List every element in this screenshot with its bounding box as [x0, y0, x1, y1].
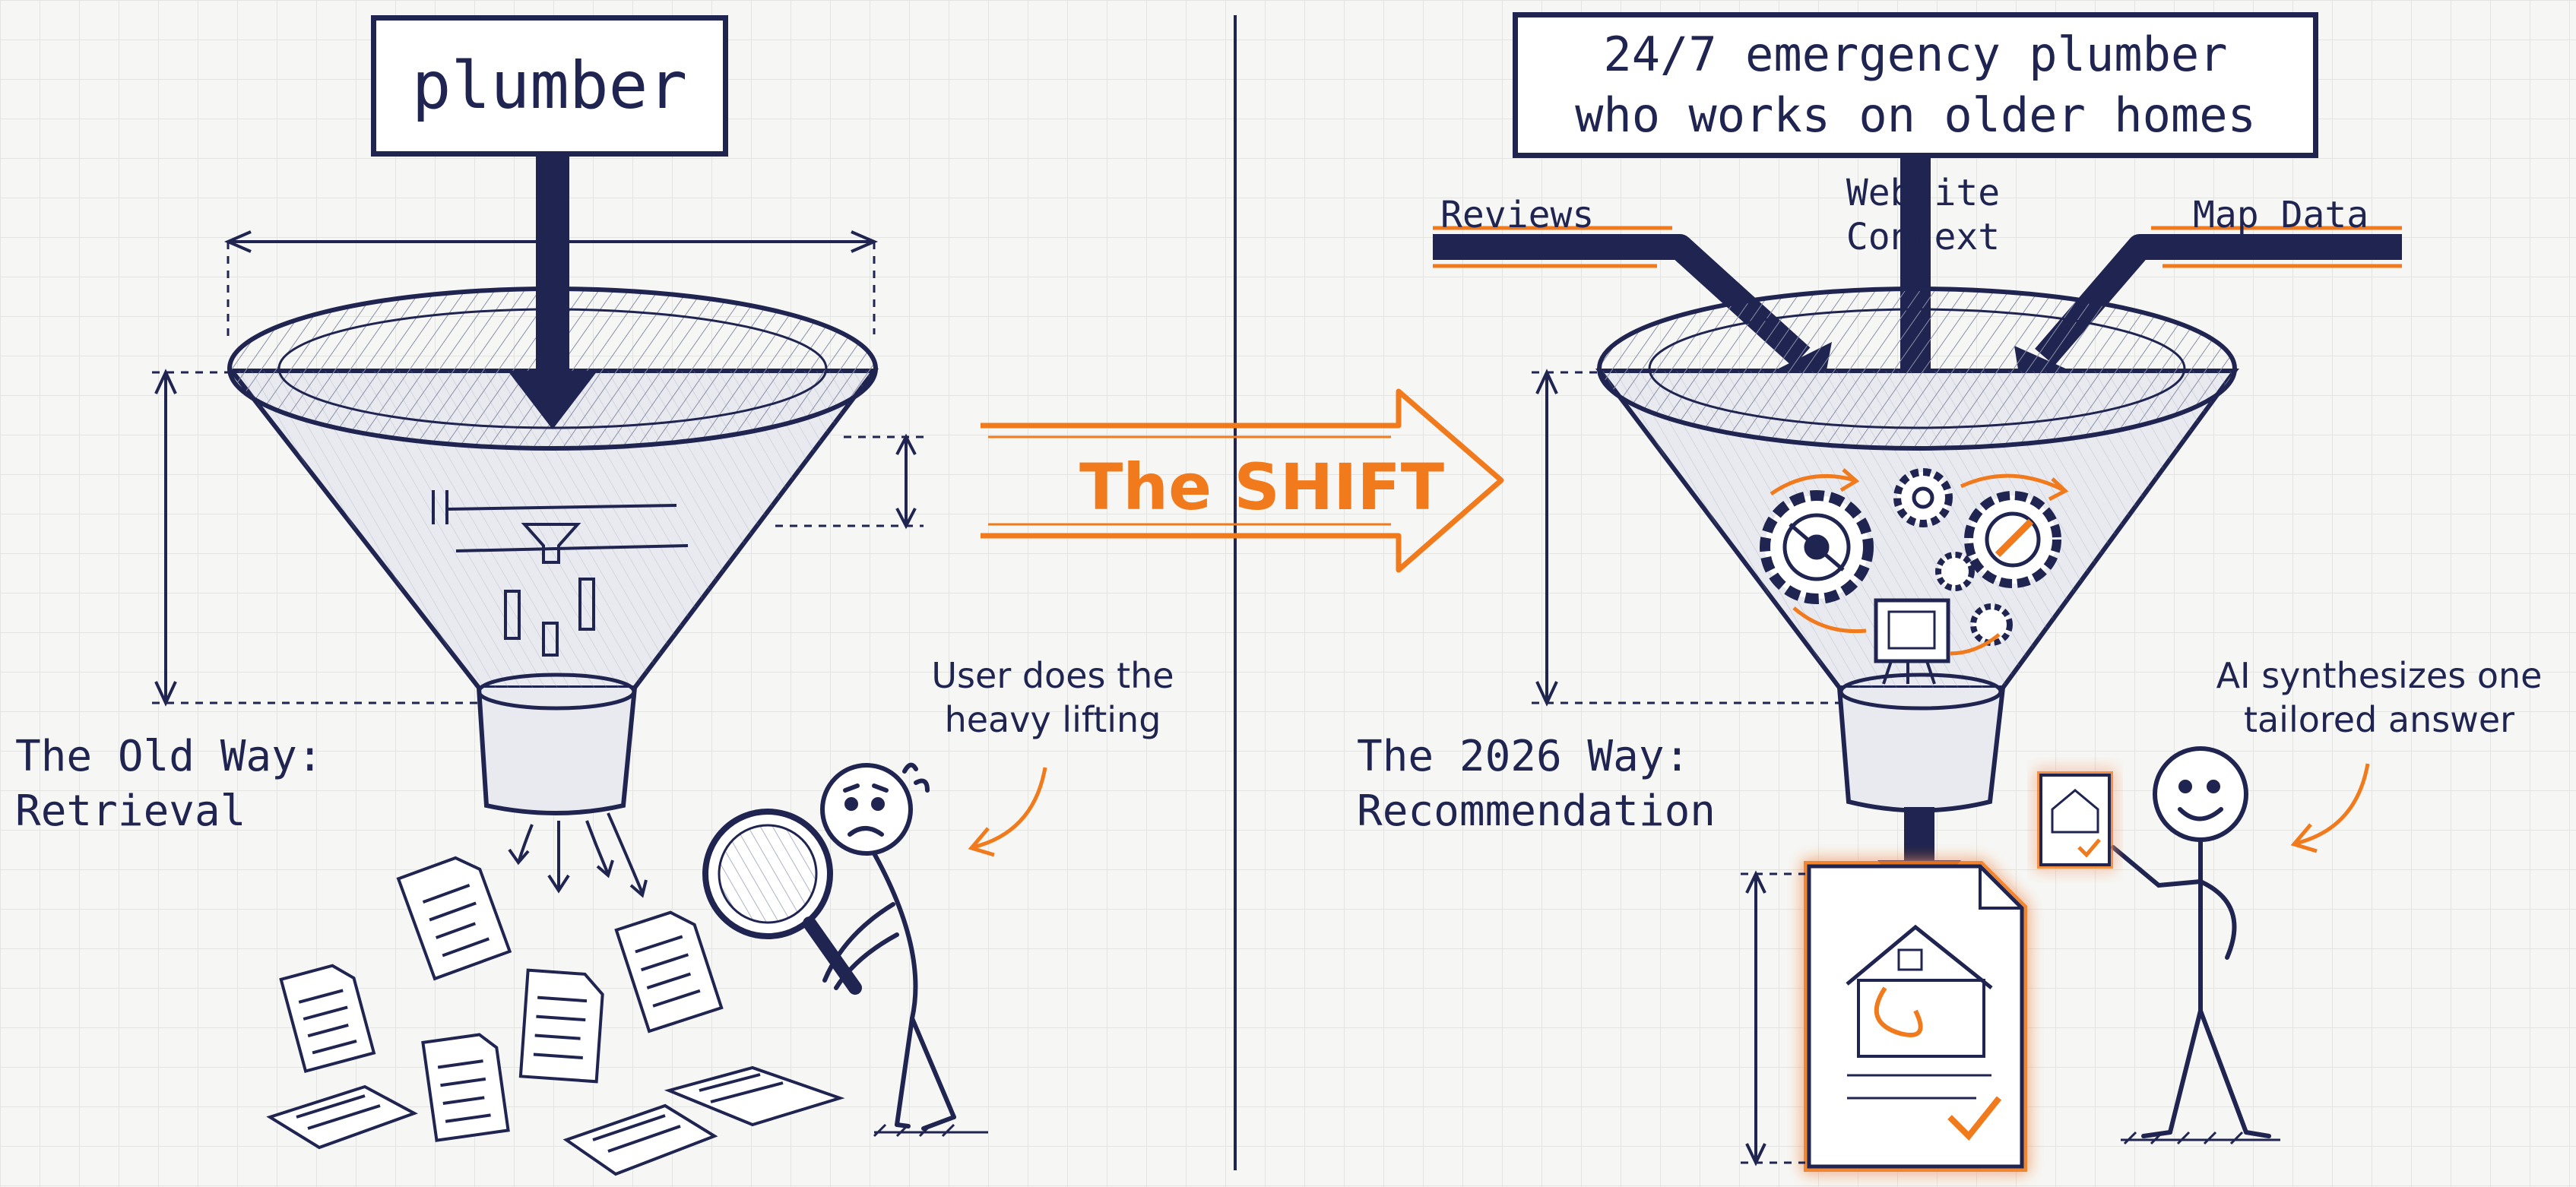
source-website-context: Website Context [1846, 172, 2001, 258]
scattered-documents [266, 856, 845, 1176]
right-funnel [1532, 286, 2239, 813]
right-ground-scribble [2121, 1131, 2280, 1145]
processing-gears [1760, 468, 2061, 685]
shift-arrow [981, 388, 1504, 573]
left-note-arrow [972, 767, 1047, 850]
right-note-arrow [2295, 763, 2370, 846]
gear-flow-arrows [1770, 468, 2069, 656]
happy-ai-figure [2111, 746, 2271, 1138]
left-ground-scribble [873, 1123, 988, 1138]
output-arrow [1904, 807, 1934, 866]
left-query-arrow [508, 157, 597, 429]
source-reviews: Reviews [1440, 194, 1595, 236]
shift-label: The SHIFT [1079, 450, 1445, 524]
left-caption: The Old Way: Retrieval [15, 732, 323, 836]
answer-document [1804, 861, 2027, 1172]
held-answer-card [2037, 771, 2113, 869]
right-caption: The 2026 Way: Recommendation [1357, 732, 1716, 836]
left-note: User does the heavy lifting [931, 655, 1174, 740]
worried-user-figure [702, 762, 956, 1131]
left-funnel [152, 230, 924, 815]
document-dimension [1741, 870, 1805, 1166]
search-query-box-old: plumber [371, 15, 728, 157]
falling-arrows [508, 812, 648, 898]
source-map-data: Map Data [2193, 194, 2369, 236]
search-query-box-new: 24/7 emergency plumber who works on olde… [1513, 12, 2318, 158]
right-note: AI synthesizes one tailored answer [2216, 655, 2543, 740]
